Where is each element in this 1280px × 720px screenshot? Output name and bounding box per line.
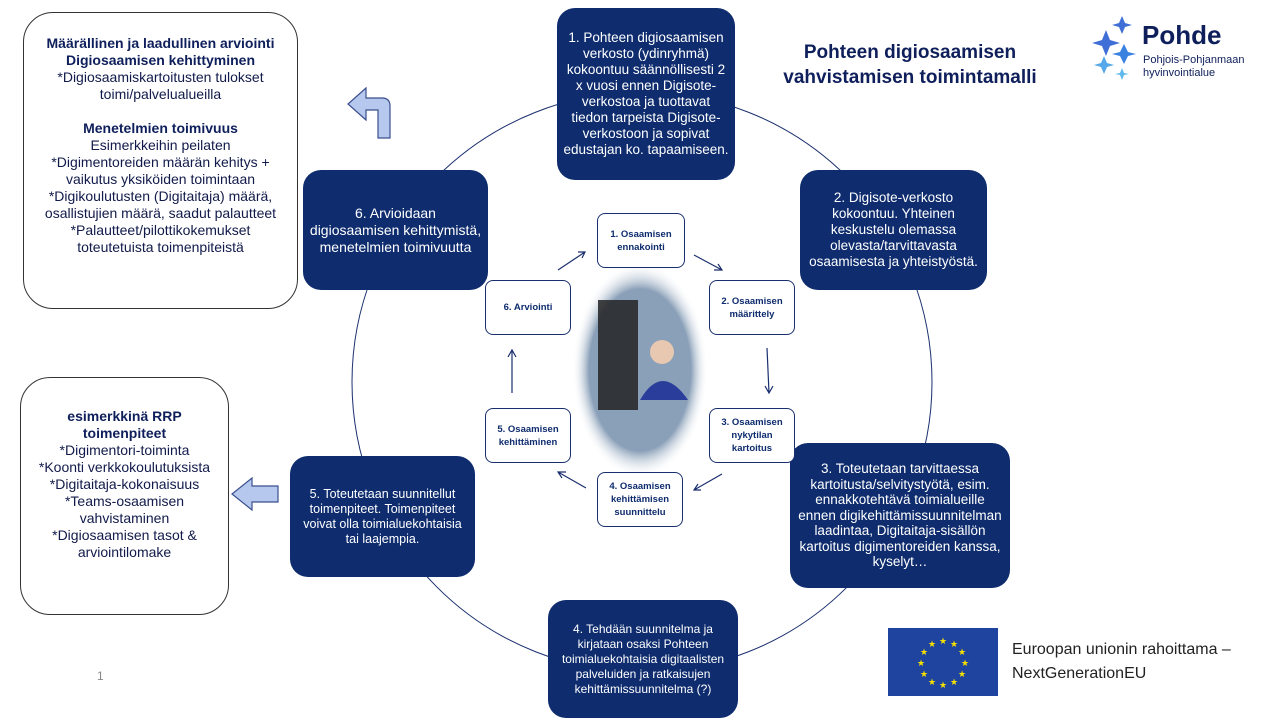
pohde-logo-icon (1092, 16, 1136, 80)
step-5-box: 5. Toteutetaan suunnitellut toimenpiteet… (290, 456, 475, 577)
svg-text:★: ★ (928, 678, 936, 688)
step-1-box: 1. Pohteen digiosaamisen verkosto (ydinr… (557, 8, 735, 180)
cycle-step-3: 3. Osaamisen nykytilan kartoitus (709, 408, 795, 463)
return-arrow-icon (347, 86, 391, 139)
rrp-item: *Digiosaamisen tasot & arviointilomake (52, 527, 197, 560)
rrp-box: esimerkkinä RRP toimenpiteet *Digimentor… (20, 377, 229, 615)
rrp-item: *Digimentori-toiminta (59, 442, 190, 458)
evaluation-subheading: Menetelmien toimivuus (83, 120, 238, 136)
svg-text:★: ★ (950, 678, 958, 688)
evaluation-text: Esimerkkeihin peilaten (90, 137, 231, 153)
evaluation-text: *Digiosaamiskartoitusten tulokset toimi/… (57, 69, 264, 102)
svg-text:★: ★ (928, 640, 936, 650)
cycle-step-2: 2. Osaamisen määrittely (709, 280, 795, 335)
evaluation-subheading: Digiosaamisen kehittyminen (65, 52, 256, 68)
cycle-step-4: 4. Osaamisen kehittämisen suunnittelu (597, 472, 683, 527)
svg-text:★: ★ (917, 659, 925, 669)
step-4-box: 4. Tehdään suunnitelma ja kirjataan osak… (548, 600, 738, 718)
rrp-heading: esimerkkinä RRP toimenpiteet (67, 408, 182, 441)
evaluation-heading: Määrällinen ja laadullinen arviointi (46, 35, 275, 51)
svg-text:★: ★ (958, 670, 966, 680)
evaluation-text: *Palautteet/pilottikokemukset toteutetui… (70, 222, 251, 255)
svg-text:★: ★ (939, 637, 947, 647)
logo-subtitle: hyvinvointialue (1143, 67, 1216, 79)
svg-text:★: ★ (920, 648, 928, 658)
eu-funding-text: Euroopan unionin rahoittama – NextGenera… (1012, 638, 1231, 686)
cycle-step-1: 1. Osaamisen ennakointi (597, 213, 685, 268)
step-3-box: 3. Toteutetaan tarvittaessa kartoitusta/… (790, 443, 1010, 588)
logo-name: Pohde (1142, 20, 1222, 50)
page-number: 1 (97, 669, 104, 683)
logo-subtitle: Pohjois-Pohjanmaan (1143, 54, 1245, 66)
evaluation-box: Määrällinen ja laadullinen arviointi Dig… (23, 12, 298, 309)
cycle-step-6: 6. Arviointi (485, 280, 571, 335)
svg-text:★: ★ (939, 681, 947, 691)
svg-text:★: ★ (961, 659, 969, 669)
step-6-box: 6. Arvioidaan digiosaamisen kehittymistä… (303, 170, 488, 290)
svg-text:★: ★ (950, 640, 958, 650)
photo-nurse-at-computer (572, 262, 708, 478)
step-2-box: 2. Digisote-verkosto kokoontuu. Yhteinen… (800, 170, 987, 290)
rrp-item: *Koonti verkkokoulutuksista (38, 459, 211, 475)
svg-text:★: ★ (920, 670, 928, 680)
evaluation-text: *Digikoulutusten (Digitaitaja) määrä, os… (44, 188, 277, 221)
evaluation-text: *Digimentoreiden määrän kehitys + vaikut… (51, 154, 270, 187)
eu-line: Euroopan unionin rahoittama – (1012, 641, 1231, 658)
left-arrow-icon (231, 476, 279, 512)
eu-line: NextGenerationEU (1012, 665, 1147, 682)
eu-flag-icon: ★★★★★★★★★★★★ (888, 628, 998, 696)
page-title: Pohteen digiosaamisen vahvistamisen toim… (783, 42, 1037, 88)
cycle-step-5: 5. Osaamisen kehittäminen (485, 408, 571, 463)
rrp-item: *Teams-osaamisen vahvistaminen (64, 493, 185, 526)
svg-text:★: ★ (958, 648, 966, 658)
rrp-item: *Digitaitaja-kokonaisuus (49, 476, 200, 492)
